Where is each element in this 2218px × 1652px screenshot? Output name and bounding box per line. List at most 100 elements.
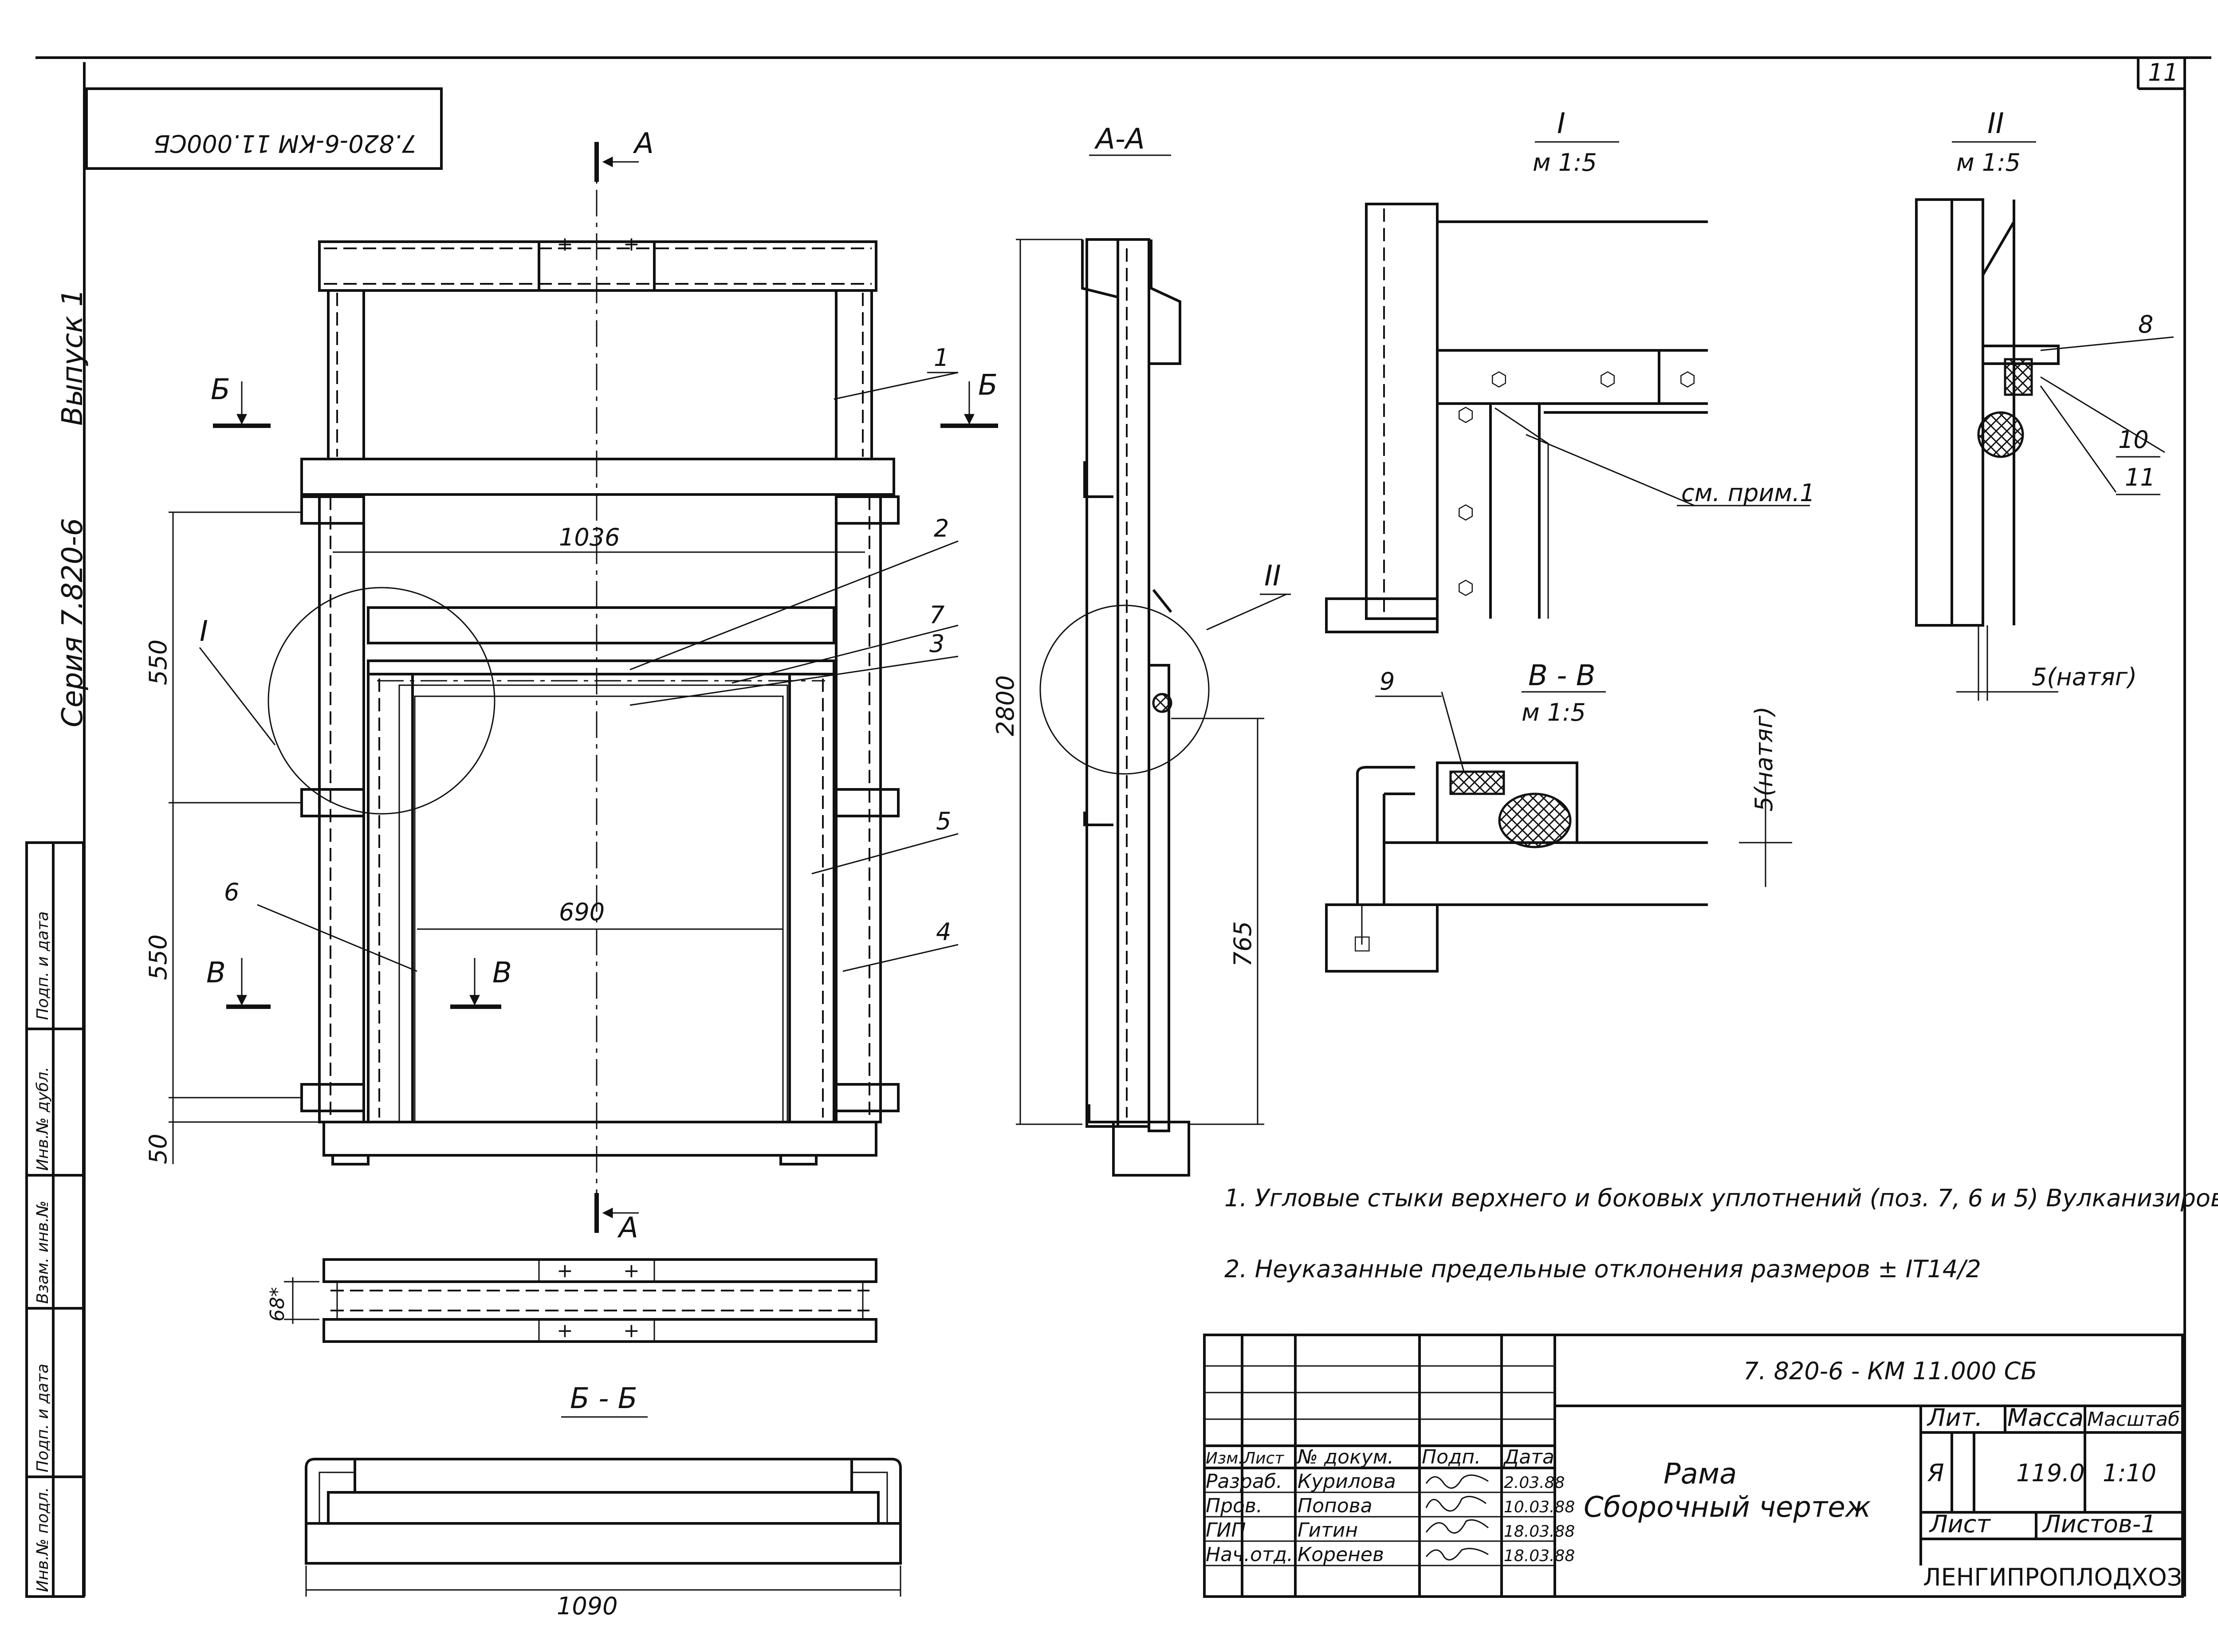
pos-3: 3 bbox=[929, 630, 944, 658]
side-stamp: Инв.№ подл. Подп. и дата Взам. инв.№ Инв… bbox=[25, 841, 85, 1598]
see-note: см. прим.1 bbox=[1681, 479, 1815, 507]
tb-code: 7. 820-6 - КМ 11.000 СБ bbox=[1743, 1357, 2037, 1385]
svg-text:+: + bbox=[623, 1260, 640, 1282]
dim-tension-1: 5(натяг) bbox=[2032, 663, 2137, 691]
dim-width-inner: 690 bbox=[559, 898, 605, 926]
aa-dimensions: 2800 765 II bbox=[991, 239, 1291, 1125]
aa-mark-bottom: А bbox=[617, 1212, 638, 1244]
vv-title: В - В bbox=[1528, 659, 1596, 692]
bb-left: Б bbox=[211, 373, 230, 406]
tb-header-podp: Подп. bbox=[1422, 1446, 1481, 1468]
dim-tension-2: 5(натяг) bbox=[1750, 706, 1778, 812]
detail-1: I м 1:5 ⬡ ⬡ ⬡ ⬡ ⬡ ⬡ см. прим.1 bbox=[1325, 107, 1815, 633]
tb-name-1: Курилова bbox=[1298, 1470, 1396, 1493]
svg-text:⬡: ⬡ bbox=[1457, 404, 1474, 426]
position-leaders-front: 1 2 7 3 5 4 6 bbox=[224, 344, 959, 972]
tb-scale-value: 1:10 bbox=[2103, 1459, 2156, 1487]
pos-4: 4 bbox=[936, 918, 951, 946]
svg-text:⬡: ⬡ bbox=[1599, 368, 1616, 391]
bb-right: Б bbox=[978, 369, 998, 402]
mirrored-code: 7.820-6-КМ 11.000СБ bbox=[153, 129, 417, 157]
pos-2: 2 bbox=[934, 514, 949, 542]
plan-view: 1090 bbox=[305, 1458, 902, 1620]
tb-role-4: Нач.отд. bbox=[1206, 1543, 1293, 1566]
detail-1-scale: м 1:5 bbox=[1533, 149, 1597, 177]
tb-mass-label: Масса bbox=[2007, 1404, 2084, 1432]
aa-title: А-А bbox=[1094, 123, 1145, 156]
tb-name-4: Коренев bbox=[1298, 1543, 1384, 1566]
tb-date-4: 18.03.88 bbox=[1504, 1547, 1575, 1565]
detail-2-scale: м 1:5 bbox=[1956, 149, 2021, 177]
tb-date-2: 10.03.88 bbox=[1504, 1498, 1575, 1516]
svg-text:+: + bbox=[557, 1319, 573, 1342]
tb-name-3: Гитин bbox=[1298, 1519, 1358, 1542]
note-1: 1. Угловые стыки верхнего и боковых упло… bbox=[1224, 1184, 2218, 1212]
pos-8: 8 bbox=[2138, 310, 2153, 338]
svg-text:⬡: ⬡ bbox=[1457, 501, 1474, 524]
tb-role-2: Пров. bbox=[1206, 1495, 1262, 1517]
svg-text:+: + bbox=[623, 233, 640, 255]
mirrored-code-box: 7.820-6-КМ 11.000СБ bbox=[85, 87, 443, 170]
svg-text:+: + bbox=[557, 233, 573, 255]
tb-header-list: Лист bbox=[1243, 1449, 1284, 1468]
detail-2-title: II bbox=[1987, 107, 2004, 140]
dim-height-1: 550 bbox=[144, 640, 172, 685]
tb-sheets-label: Листов-1 bbox=[2042, 1510, 2156, 1538]
tb-org: ЛЕНГИПРОПЛОДХОЗ bbox=[1923, 1563, 2182, 1591]
pos-6: 6 bbox=[224, 878, 239, 906]
tb-lit-value: Я bbox=[1927, 1459, 1944, 1487]
tb-role-3: ГИП bbox=[1206, 1519, 1246, 1542]
dim-width-top: 1036 bbox=[559, 523, 620, 551]
title-block: Изм. Лист № докум. Подп. Дата Разраб. Ку… bbox=[1203, 1334, 2184, 1598]
side-issue: Выпуск 1 bbox=[56, 289, 89, 426]
tb-date-1: 2.03.88 bbox=[1504, 1474, 1565, 1492]
stamp-vzam-inv: Взам. инв.№ bbox=[34, 1201, 52, 1304]
detail-2: II м 1:5 8 10 11 5(натяг) bbox=[1915, 107, 2174, 701]
signature-4 bbox=[1425, 1548, 1489, 1561]
section-bb: ++ ++ 68* Б - Б bbox=[266, 1258, 877, 1418]
tb-header-date: Дата bbox=[1503, 1446, 1554, 1468]
section-vv: В - В м 1:5 □ 9 5(натяг) bbox=[1325, 659, 1792, 973]
vv-left: В bbox=[206, 957, 226, 989]
tb-name-line2: Сборочный чертеж bbox=[1584, 1491, 1871, 1524]
stamp-inv-podl: Инв.№ подл. bbox=[34, 1487, 52, 1592]
tb-date-3: 18.03.88 bbox=[1504, 1523, 1575, 1541]
tb-scale-label: Масштаб bbox=[2087, 1408, 2180, 1431]
dim-height-2: 550 bbox=[144, 934, 172, 980]
svg-text:⬡: ⬡ bbox=[1490, 368, 1507, 391]
signature-1 bbox=[1425, 1474, 1489, 1489]
svg-text:+: + bbox=[557, 1260, 573, 1282]
section-aa: А-А bbox=[1039, 123, 1210, 1177]
section-marks-front: А А Б Б В В I bbox=[199, 127, 998, 1244]
svg-text:⬡: ⬡ bbox=[1679, 368, 1696, 391]
pos-5: 5 bbox=[936, 807, 951, 835]
stamp-podp-data-1: Подп. и дата bbox=[34, 1364, 52, 1472]
dim-height-base: 50 bbox=[144, 1134, 172, 1164]
svg-text:⬡: ⬡ bbox=[1457, 577, 1474, 599]
signature-3 bbox=[1425, 1519, 1489, 1534]
stamp-podp-data-2: Подп. и дата bbox=[34, 911, 52, 1020]
vv-right: В bbox=[492, 957, 512, 989]
tb-name-line1: Рама bbox=[1664, 1458, 1737, 1491]
dim-height-total: 2800 bbox=[991, 675, 1019, 736]
pos-1: 1 bbox=[934, 344, 949, 372]
front-view: ++ bbox=[267, 146, 900, 1233]
svg-text:+: + bbox=[623, 1319, 640, 1342]
tb-mass-value: 119.0 bbox=[2016, 1459, 2085, 1487]
dim-width-plan: 1090 bbox=[557, 1592, 617, 1620]
stamp-inv-dubl: Инв.№ дубл. bbox=[34, 1067, 52, 1171]
signature-2 bbox=[1425, 1495, 1487, 1512]
node-2-label: II bbox=[1264, 560, 1281, 593]
detail-1-title: I bbox=[1557, 107, 1565, 140]
aa-mark-top: А bbox=[633, 127, 654, 160]
pos-11: 11 bbox=[2125, 463, 2155, 491]
tb-header-doc: № докум. bbox=[1296, 1446, 1394, 1468]
vv-scale: м 1:5 bbox=[1522, 698, 1586, 726]
side-series: Серия 7.820-6 bbox=[56, 518, 89, 727]
tb-name-2: Попова bbox=[1298, 1495, 1372, 1517]
tb-lit-label: Лит. bbox=[1927, 1404, 1982, 1432]
note-2: 2. Неуказанные предельные отклонения раз… bbox=[1224, 1255, 1981, 1283]
tb-sheet-label: Лист bbox=[1929, 1510, 1991, 1538]
page-number: 11 bbox=[2148, 59, 2179, 86]
